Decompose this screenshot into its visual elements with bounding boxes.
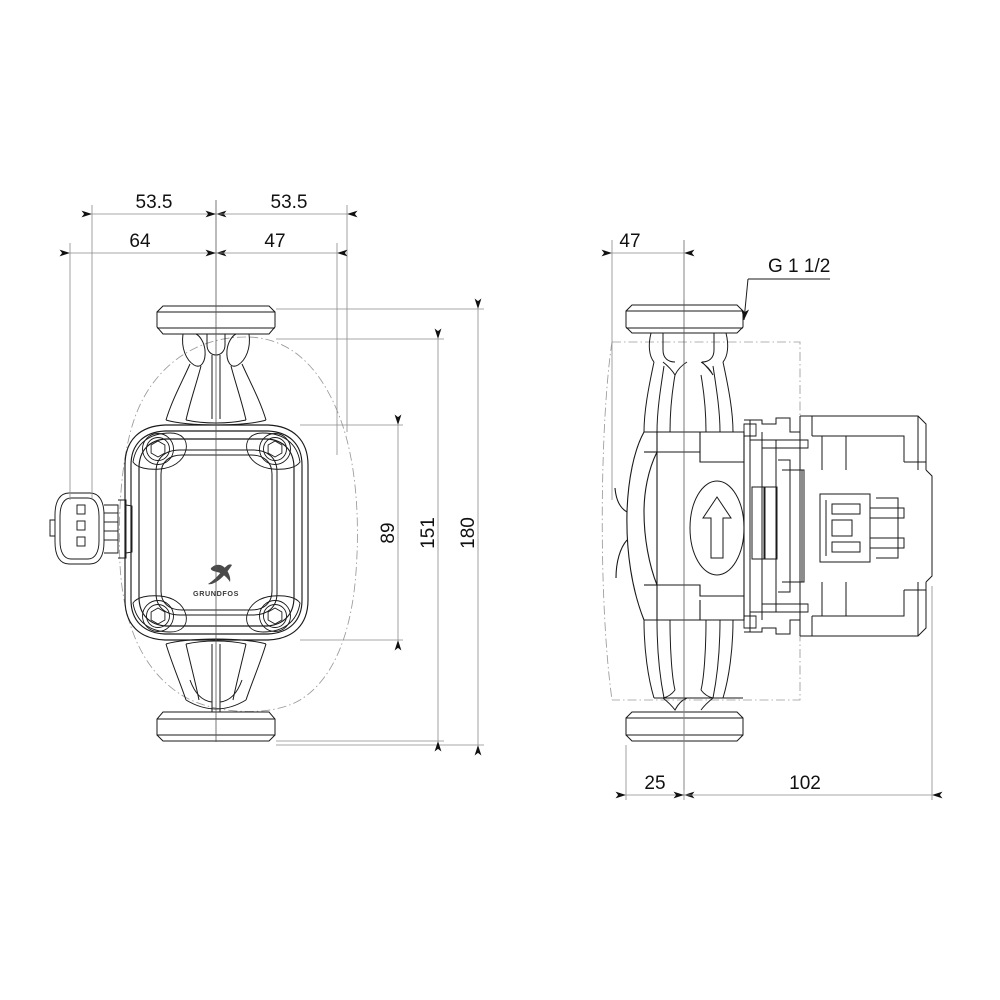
front-view-dimensions xyxy=(59,205,358,500)
side-view: 47 25 102 G 1 1/2 xyxy=(601,231,943,800)
front-view: GRUNDFOS xyxy=(49,192,484,756)
flow-direction-arrow xyxy=(689,480,745,576)
electrical-connector xyxy=(49,492,133,565)
dim-label-180: 180 xyxy=(458,517,479,549)
dim-label-102: 102 xyxy=(789,773,821,794)
dim-label-53-5-left: 53.5 xyxy=(136,192,173,213)
dim-label-151: 151 xyxy=(418,517,439,549)
connector-pin-1 xyxy=(76,504,86,515)
motor-housing xyxy=(124,424,309,641)
terminal-connector-pins xyxy=(819,493,905,563)
callout-thread-label: G 1 1/2 xyxy=(768,256,830,277)
insulation-shell-outline xyxy=(118,336,358,712)
side-view-dimensions xyxy=(601,240,943,800)
callout-thread-leader xyxy=(741,278,830,321)
side-bottom-outlet-neck xyxy=(643,619,743,711)
dim-label-47-side: 47 xyxy=(619,231,640,252)
dim-label-47: 47 xyxy=(264,231,285,252)
front-view-vertical-dimensions xyxy=(276,298,484,756)
dim-label-64: 64 xyxy=(129,231,151,252)
corner-boss-pockets xyxy=(132,432,301,633)
side-top-inlet-neck xyxy=(643,332,734,433)
connector-pin-3 xyxy=(76,536,86,547)
side-bottom-union-flange xyxy=(625,711,744,742)
side-top-union-flange xyxy=(625,304,744,334)
stator-housing xyxy=(744,417,803,635)
terminal-box xyxy=(799,415,933,637)
dim-label-25: 25 xyxy=(644,773,665,794)
dim-label-89: 89 xyxy=(378,522,399,543)
dim-label-53-5-right: 53.5 xyxy=(271,192,308,213)
motor-clamp-strips xyxy=(743,423,809,629)
connector-pin-2 xyxy=(76,520,86,531)
